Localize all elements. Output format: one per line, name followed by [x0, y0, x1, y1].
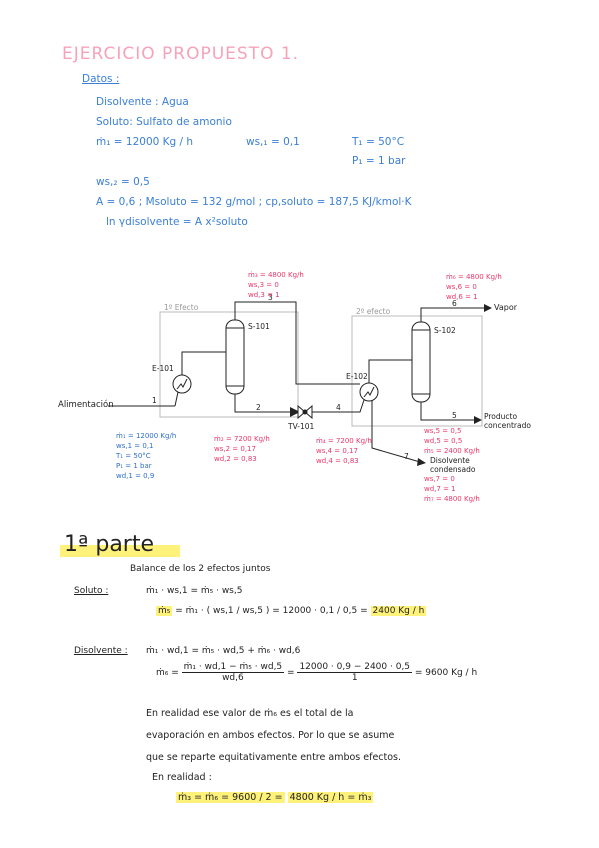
- final-equation: ṁ₃ = ṁ₆ = 9600 / 2 = 4800 Kg / h = ṁ₃: [176, 792, 374, 803]
- datos-a-line: A = 0,6 ; Msoluto = 132 g/mol ; cp,solut…: [96, 196, 412, 208]
- stream-3-number: 3: [268, 293, 273, 302]
- datos-p1: P₁ = 1 bar: [352, 155, 406, 167]
- disolvente-label: Disolvente :: [74, 646, 128, 656]
- datos-heading: Datos :: [82, 73, 120, 85]
- separator-s102: [411, 321, 431, 403]
- e101-label: E-101: [152, 364, 174, 373]
- parte-heading: 1ª parte: [64, 532, 155, 557]
- soluto-label: Soluto :: [74, 586, 109, 596]
- tv101-label: TV-101: [288, 422, 315, 431]
- valve-tv101: [297, 404, 306, 420]
- datos-ws11: ws,₁ = 0,1: [246, 136, 300, 148]
- separator-s101: [225, 319, 245, 395]
- datos-soluto: Soluto: Sulfato de amonio: [96, 116, 232, 128]
- stream-2-number: 2: [256, 403, 261, 412]
- product-label: Producto concentrado: [484, 412, 531, 430]
- effect-1-label: 1º Efecto: [164, 303, 199, 312]
- note-line-4: En realidad :: [152, 772, 212, 783]
- e102-label: E-102: [346, 372, 368, 381]
- soluto-eq1: ṁ₁ · ws,1 = ṁ₅ · ws,5: [146, 586, 243, 596]
- stream-4-number: 4: [336, 403, 341, 412]
- stream-1-number: 1: [152, 396, 157, 405]
- note-line-2: evaporación en ambos efectos. Por lo que…: [146, 730, 395, 741]
- datos-m1: ṁ₁ = 12000 Kg / h: [96, 136, 194, 148]
- datos-ws2: ws,₂ = 0,5: [96, 176, 150, 188]
- note-line-1: En realidad ese valor de ṁ₆ es el total …: [146, 708, 354, 719]
- feed-label: Alimentación: [58, 400, 114, 410]
- s102-label: S-102: [434, 326, 456, 335]
- stream-7-number: 7: [404, 452, 409, 461]
- disolvente-eq1: ṁ₁ · wd,1 = ṁ₅ · wd,5 + ṁ₆ · wd,6: [146, 646, 301, 656]
- soluto-eq2: ṁ₅ = ṁ₁ · ( ws,1 / ws,5 ) = 12000 · 0,1 …: [156, 606, 427, 616]
- datos-disolvente: Disolvente : Agua: [96, 96, 189, 108]
- effect-2-box: [351, 315, 483, 427]
- heading-highlight: [60, 545, 180, 557]
- balance-line: Balance de los 2 efectos juntos: [130, 564, 271, 574]
- effect-2-label: 2º efecto: [356, 307, 391, 316]
- note-line-3: que se reparte equitativamente entre amb…: [146, 752, 402, 763]
- stream-5-number: 5: [452, 411, 457, 420]
- vapor-label: Vapor: [494, 303, 518, 312]
- datos-t1: T₁ = 50°C: [352, 136, 405, 148]
- effect-1-box: [159, 311, 299, 418]
- heater-e102: [359, 382, 379, 402]
- datos-ln-line: ln γdisolvente = A x²soluto: [106, 216, 248, 228]
- s101-label: S-101: [248, 322, 270, 331]
- heater-e101: [172, 374, 192, 394]
- condensate-label: Disolvente condensado: [430, 456, 476, 474]
- page-title: EJERCICIO PROPUESTO 1.: [62, 44, 300, 64]
- stream-6-number: 6: [452, 299, 457, 308]
